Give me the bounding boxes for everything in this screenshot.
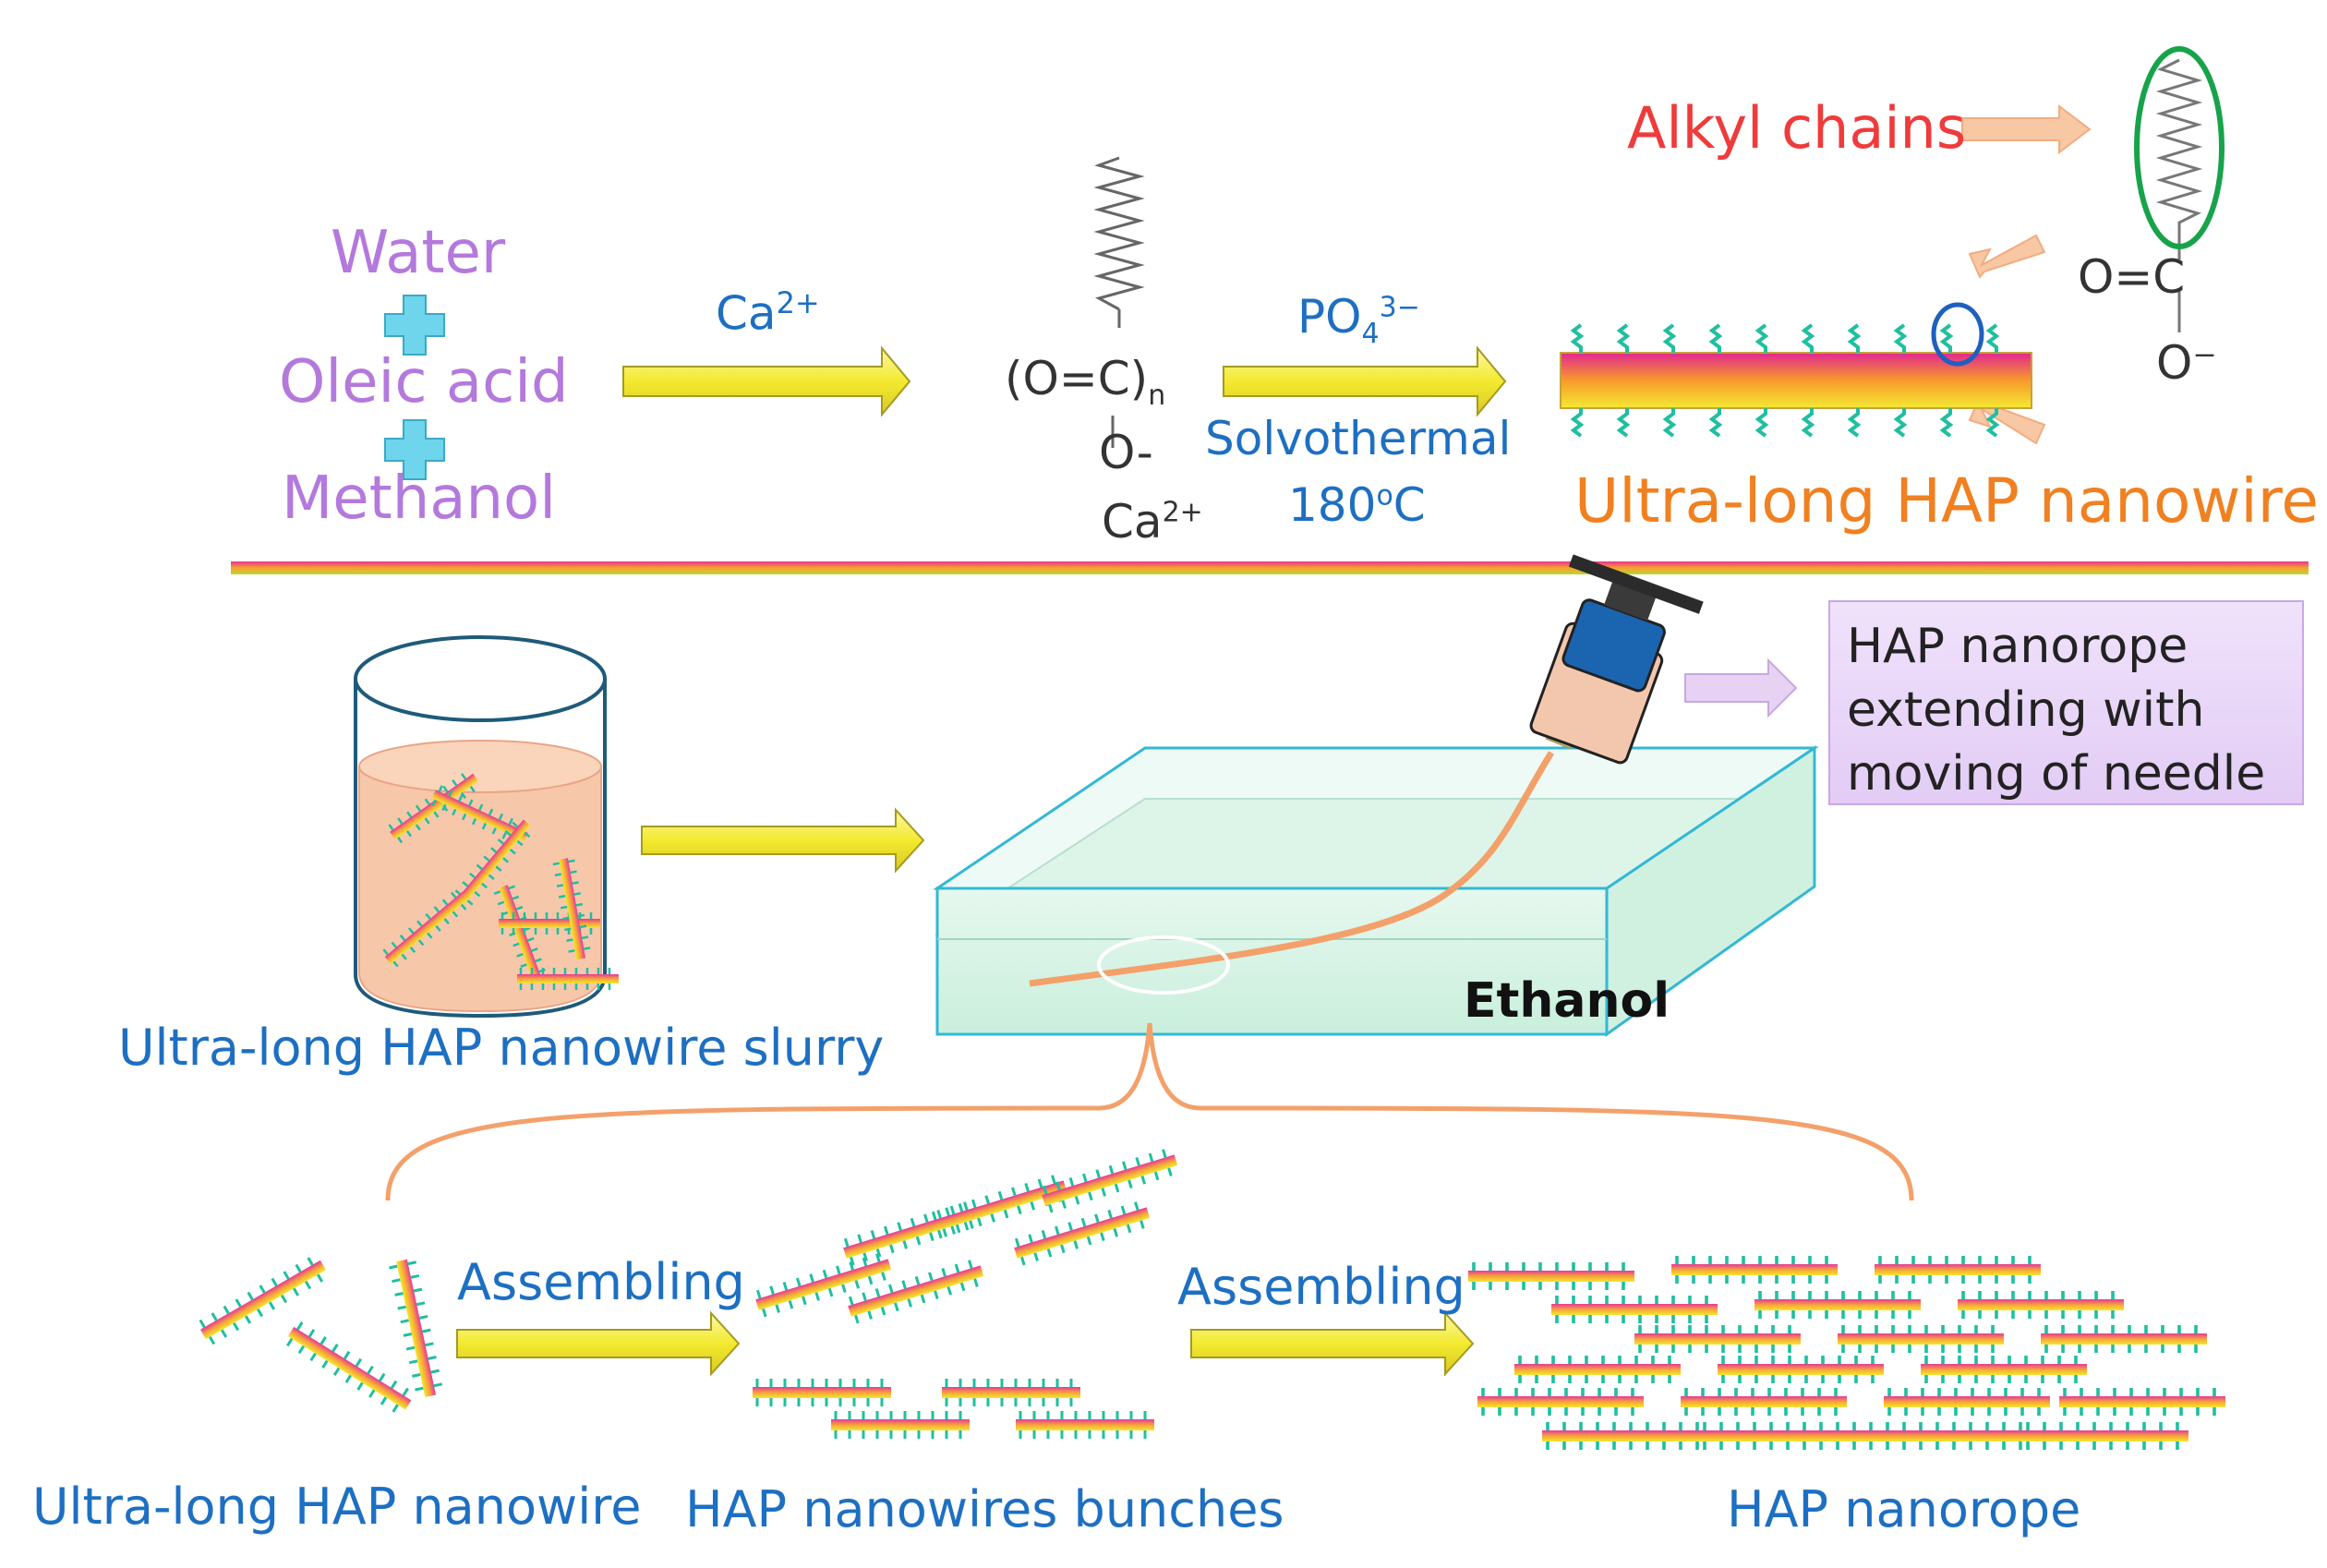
alkyl-chains-label: Alkyl chains (1627, 94, 1967, 162)
top-arrows (622, 345, 1507, 417)
intermediate-chain-icon (1093, 156, 1145, 448)
needle-note: HAP nanorope extending with moving of ne… (1828, 600, 2304, 805)
reagent-water: Water (331, 219, 506, 287)
nanowire-bunches (751, 1145, 1182, 1441)
beaker (354, 635, 621, 1019)
single-nanowires (195, 1251, 446, 1418)
stage-2-label: HAP nanowires bunches (685, 1480, 1284, 1538)
reagent-oleic-acid: Oleic acid (279, 348, 569, 416)
needle-note-line-3: moving of needle (1847, 746, 2266, 802)
needle-note-arrow (1684, 657, 1798, 718)
hap-nanowire-graphic (1560, 302, 2032, 438)
step2-condition-solvothermal: Solvothermal (1205, 412, 1512, 465)
carboxyl-group: O=C (2078, 250, 2186, 304)
ethanol-bath (933, 745, 1819, 1037)
section-divider (231, 561, 2309, 574)
intermediate-group: (O=C)n (1005, 352, 1166, 412)
hap-nanorope-bundle (1466, 1254, 2227, 1452)
stage-1-label: Ultra-long HAP nanowire (32, 1478, 642, 1536)
slurry-arrow (641, 807, 925, 874)
alkyl-chain-icon (2155, 58, 2203, 332)
intermediate-cation: Ca2+ (1102, 495, 1203, 549)
product-label: Ultra-long HAP nanowire (1574, 465, 2319, 537)
needle-icon (1529, 554, 1704, 765)
stage-3-label: HAP nanorope (1727, 1480, 2081, 1538)
assembly-arrows (456, 1310, 1475, 1377)
assembling-label-2: Assembling (1177, 1258, 1465, 1316)
assembling-label-1: Assembling (457, 1253, 745, 1311)
step2-label: PO43− (1297, 290, 1420, 350)
slurry-label: Ultra-long HAP nanowire slurry (118, 1019, 885, 1077)
needle-note-line-1: HAP nanorope (1847, 619, 2188, 674)
step1-label: Ca2+ (716, 285, 820, 341)
step2-condition-temperature: 180oC (1288, 478, 1426, 532)
needle-note-line-2: extending with (1847, 682, 2205, 738)
reagent-methanol: Methanol (282, 464, 556, 533)
carboxyl-oxygen: O⁻ (2156, 336, 2217, 390)
intermediate-oxygen: O- (1099, 426, 1153, 479)
plus-icons (384, 295, 445, 480)
ethanol-label: Ethanol (1464, 973, 1670, 1029)
zoom-ellipse (1097, 935, 1230, 995)
assembly-bracket (385, 1022, 1914, 1201)
alkyl-chain-highlight (2134, 46, 2225, 249)
hap-nanorope (1029, 751, 1554, 987)
